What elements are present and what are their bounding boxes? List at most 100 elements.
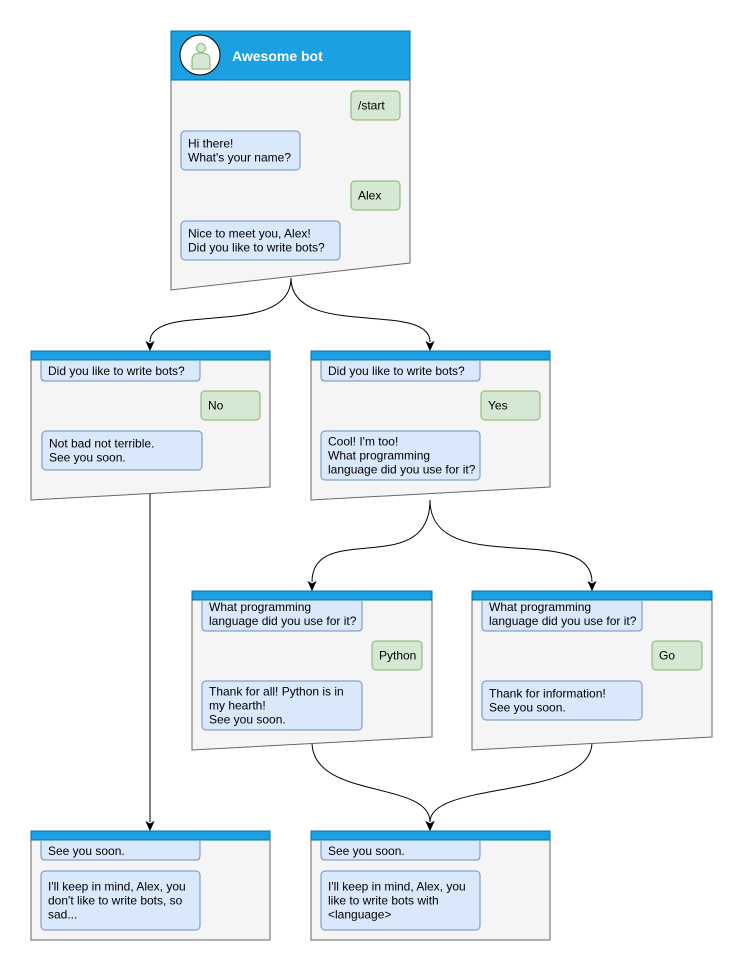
quote-text: Did you like to write bots? — [328, 364, 465, 378]
quote-text: Did you like to write bots? — [48, 364, 185, 378]
chat-header-bar — [471, 590, 713, 601]
quote-text: See you soon. — [328, 844, 405, 858]
user-message-text: /start — [358, 99, 385, 113]
user-message: Alex — [350, 180, 401, 211]
bot-bubble — [481, 680, 643, 721]
connector-line — [290, 277, 431, 343]
edge-yes_branch-to-go_branch — [429, 499, 597, 592]
quote-text: See you soon. — [48, 844, 125, 858]
user-bubble — [350, 180, 401, 211]
quoted-message: See you soon. — [320, 841, 481, 861]
user-message-text-line: Yes — [488, 399, 508, 413]
bot-message-text-line: like to write bots with — [328, 894, 439, 908]
bot-message-text: Not bad not terrible.See you soon. — [49, 437, 154, 465]
bot-message-text-line: my hearth! — [209, 699, 266, 713]
chat-header-bar — [310, 350, 551, 361]
user-message-text: Yes — [488, 399, 508, 413]
edge-no_branch-to-end_no — [145, 494, 155, 832]
bot-message-text-line: language did you use for it? — [328, 463, 476, 477]
user-message-text: Go — [659, 649, 675, 663]
quote-text-line: What programming — [489, 600, 591, 614]
bot-bubble — [40, 870, 201, 931]
arrowhead-icon — [425, 340, 435, 352]
quote-bubble — [320, 841, 481, 861]
chat-header-bar — [30, 350, 271, 361]
quote-bubble — [40, 841, 201, 861]
quote-text-line: What programming — [209, 600, 311, 614]
quoted-message: Did you like to write bots? — [40, 361, 201, 382]
bot-message: Thank for information!See you soon. — [481, 680, 643, 721]
quote-text-line: language did you use for it? — [209, 614, 357, 628]
bot-bubble — [201, 680, 363, 731]
connector-line — [149, 277, 292, 343]
edge-python_branch-to-end_yes — [311, 741, 435, 832]
edge-start-to-yes_branch — [290, 277, 435, 352]
bot-message-text-line: Not bad not terrible. — [49, 437, 154, 451]
quote-bubble — [201, 601, 363, 632]
bot-message: Nice to meet you, Alex!Did you like to w… — [180, 220, 341, 261]
bot-message-text-line: See you soon. — [49, 451, 126, 465]
arrowhead-icon — [307, 580, 317, 592]
edge-yes_branch-to-python_branch — [307, 499, 431, 592]
quoted-message: See you soon. — [40, 841, 201, 861]
bot-message-text-line: Did you like to write bots? — [188, 241, 325, 255]
bot-message-text-line: I'll keep in mind, Alex, you — [328, 880, 466, 894]
bot-message-text-line: Hi there! — [188, 137, 233, 151]
user-message-text-line: No — [208, 399, 224, 413]
bot-message-text-line: Cool! I'm too! — [328, 435, 398, 449]
bot-message-text-line: Thank for all! Python is in — [209, 685, 344, 699]
user-message-text-line: /start — [358, 99, 385, 113]
arrowhead-icon — [145, 820, 155, 832]
user-bubble — [200, 390, 261, 421]
user-avatar-icon — [179, 34, 221, 76]
user-message-text: Python — [379, 649, 416, 663]
bot-message-text: Thank for information!See you soon. — [489, 687, 606, 715]
user-message: Python — [371, 640, 423, 671]
user-message-text: No — [208, 399, 224, 413]
user-message: /start — [350, 90, 401, 121]
user-bubble — [651, 640, 703, 671]
bot-message-text-line: Thank for information! — [489, 687, 606, 701]
bot-message-text: Hi there!What's your name? — [188, 137, 291, 165]
bot-message-text-line: See you soon. — [209, 713, 286, 727]
edge-start-to-no_branch — [145, 277, 292, 352]
bot-message-text-line: I'll keep in mind, Alex, you — [48, 880, 186, 894]
arrowhead-icon — [425, 820, 435, 832]
bot-bubble — [180, 220, 341, 261]
quote-text-line: Did you like to write bots? — [328, 364, 465, 378]
chat-header-bar — [191, 590, 433, 601]
quote-bubble — [320, 361, 481, 382]
chat-header-bar — [30, 830, 271, 841]
bot-message-text-line: What programming — [328, 449, 430, 463]
user-bubble — [350, 90, 401, 121]
bot-message-text-line: don't like to write bots, so — [48, 894, 183, 908]
chat-node-end-no: See you soon. I'll keep in mind, Alex, yo… — [30, 830, 271, 941]
bot-message: Not bad not terrible.See you soon. — [41, 430, 203, 471]
bot-bubble — [41, 430, 203, 471]
bot-message-text: Nice to meet you, Alex!Did you like to w… — [188, 227, 325, 255]
quote-text-line: See you soon. — [328, 844, 405, 858]
user-message: Yes — [480, 390, 541, 421]
user-bubble — [480, 390, 541, 421]
quote-bubble — [481, 601, 643, 632]
chat-node-end-yes: See you soon. I'll keep in mind, Alex, yo… — [310, 830, 551, 941]
bot-bubble — [320, 430, 481, 481]
bot-bubble — [180, 130, 301, 171]
quote-bubble — [40, 361, 201, 382]
quote-text-line: language did you use for it? — [489, 614, 637, 628]
user-message: No — [200, 390, 261, 421]
